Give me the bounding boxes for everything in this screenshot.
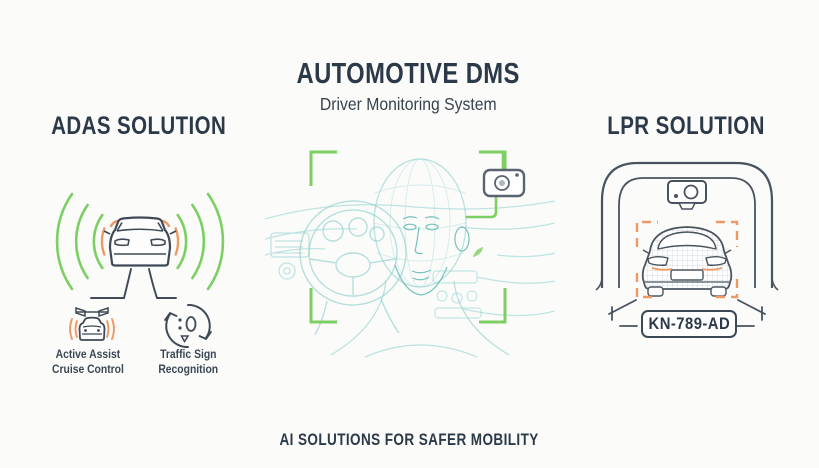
dms-title-text: AUTOMOTIVE DMS [296,58,520,90]
dms-graphic [265,150,555,358]
license-plate: KN-789-AD [641,310,737,338]
detection-brackets-icon [635,220,739,299]
wireframe-console [432,270,482,319]
footer-tagline: AI SOLUTIONS FOR SAFER MOBILITY [0,431,819,450]
dms-section-title: AUTOMOTIVE DMS [263,58,553,91]
plate-callout-lines [608,299,766,327]
gantry-arch [595,161,779,291]
proximity-waves-icon [100,219,180,256]
radar-waves-icon [55,192,225,291]
adas-feature-traffic-sign: Traffic Sign Recognition [130,348,246,378]
lpr-section-title: LPR SOLUTION [556,112,816,141]
car-front-icon [103,216,177,267]
head-mesh-lines [373,158,467,288]
lpr-car-front-icon [641,226,733,297]
adas-feature-cruise-control: Active Assist Cruise Control [30,348,146,378]
leaf-icon [473,247,483,257]
lpr-camera-icon [667,180,707,210]
feature-line: Cruise Control [52,364,124,376]
adas-section-title: ADAS SOLUTION [0,112,278,141]
traffic-sign-recognition-icon [164,303,212,349]
cruise-control-icon [69,306,115,341]
wireframe-dashboard [265,200,555,317]
feature-line: Traffic Sign [159,349,217,361]
feature-line: Active Assist [55,349,121,361]
wireframe-driver-head [330,158,510,358]
steering-wheel-icon [299,200,407,336]
lpr-graphic [595,161,779,327]
camera-connector-lines [465,150,505,219]
driver-camera-icon [482,168,526,198]
adas-title-text: ADAS SOLUTION [51,112,227,140]
road-lines [90,268,177,299]
face-features [394,216,470,296]
focus-brackets-icon [309,150,507,324]
dms-section-subtitle: Driver Monitoring System [263,94,553,115]
lpr-title-text: LPR SOLUTION [607,112,765,140]
feature-line: Recognition [158,364,218,376]
footer-tagline-text: AI SOLUTIONS FOR SAFER MOBILITY [279,431,540,449]
adas-graphic [55,192,225,349]
dms-subtitle-text: Driver Monitoring System [319,94,497,114]
license-plate-number: KN-789-AD [648,314,730,333]
